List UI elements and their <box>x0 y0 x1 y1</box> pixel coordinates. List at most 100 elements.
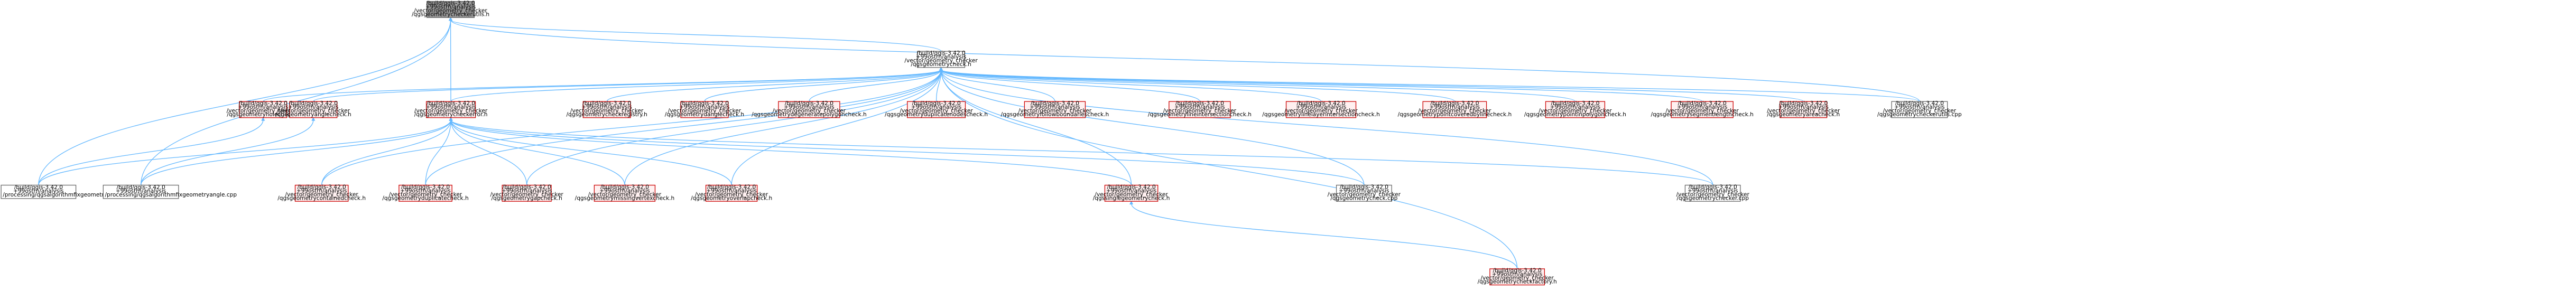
file-node-n18[interactable]: /build/qgis-3.42.0+99ostrn/analysis/proc… <box>103 184 237 199</box>
file-node-label-line: /vector/geometry_checker <box>414 7 487 14</box>
file-node-label-line: /vector/geometry_checker <box>277 108 350 114</box>
file-node-box <box>1489 268 1545 286</box>
file-node-box <box>1671 101 1734 118</box>
file-node-n5[interactable]: /build/qgis-3.42.0+99ostrn/analysis/vect… <box>566 100 647 118</box>
file-node-box <box>1336 184 1392 202</box>
file-node-n16[interactable]: /build/qgis-3.42.0+99ostrn/analysis/vect… <box>1877 100 1962 118</box>
include-edge <box>140 117 453 185</box>
file-node-label-line: /vector/geometry_checker <box>904 58 978 64</box>
file-node-n4[interactable]: /build/qgis-3.42.0+99ostrn/analysis/vect… <box>414 100 488 118</box>
file-node-box <box>1545 101 1606 118</box>
file-node-n22[interactable]: /build/qgis-3.42.0+99ostrn/analysis/vect… <box>575 184 675 202</box>
file-node-n19[interactable]: /build/qgis-3.42.0+99ostrn/analysis/vect… <box>277 184 366 202</box>
file-node-n13[interactable]: /build/qgis-3.42.0+99ostrn/analysis/vect… <box>1524 100 1626 118</box>
file-node-label-line: /qgsgeometrycheckerror.h <box>414 111 488 118</box>
edge-line <box>425 119 451 185</box>
file-node-label-line: /vector/geometry_checker <box>570 108 644 114</box>
file-node-label-line: /vector/geometry_checker <box>1480 275 1554 282</box>
file-node-n3[interactable]: /build/qgis-3.42.0+99ostrn/analysis/vect… <box>275 100 351 118</box>
include-edge <box>449 117 732 185</box>
file-node-label-line: /qgsgeometrycheck.cpp <box>1330 195 1397 201</box>
file-node-label-line: +99ostrn/analysis <box>502 188 552 194</box>
edge-line <box>731 69 942 185</box>
edge-line <box>450 119 732 185</box>
include-edge <box>449 17 942 52</box>
edge-line <box>940 69 1703 102</box>
edge-line <box>940 69 1804 102</box>
file-node-label-line: /build/qgis-3.42.0 <box>582 100 631 107</box>
file-node-label-line: +99ostrn/analysis <box>1106 188 1156 194</box>
file-node-label-line: +99ostrn/analysis <box>581 104 632 110</box>
file-node-box <box>1285 101 1357 118</box>
file-node-label-line: +99ostrn/analysis <box>1492 272 1542 278</box>
file-node-label-line: +99ostrn/analysis <box>116 188 166 194</box>
file-node-n6[interactable]: /build/qgis-3.42.0+99ostrn/analysis/vect… <box>665 100 744 118</box>
file-node-label-line: +99ostrn/analysis <box>1550 104 1600 110</box>
file-node-label-line: +99ostrn/analysis <box>1894 104 1944 110</box>
file-node-label-line: /qgsgeometrygapcheck.h <box>491 195 562 201</box>
file-node-box <box>594 184 656 202</box>
edge-line <box>140 119 314 185</box>
file-node-n14[interactable]: /build/qgis-3.42.0+99ostrn/analysis/vect… <box>1651 100 1754 118</box>
file-node-box <box>289 101 338 118</box>
file-node-label-line: /vector/geometry_checker <box>1328 191 1401 198</box>
edge-arrowhead <box>1129 200 1134 204</box>
file-node-label-line: /build/qgis-3.42.0 <box>916 50 965 57</box>
file-node-n25[interactable]: /build/qgis-3.42.0+99ostrn/analysis/vect… <box>1328 184 1401 202</box>
file-node-label-line: /qgsgeometrydegeneratepolygoncheck.h <box>752 111 867 118</box>
file-node-n17[interactable]: /build/qgis-3.42.0+99ostrn/analysis/proc… <box>1 184 131 199</box>
file-node-label-line: /vector/geometry_checker <box>1665 108 1739 114</box>
file-node-label-line: /build/qgis-3.42.0 <box>1895 100 1944 107</box>
file-node-box <box>1422 101 1487 118</box>
file-node-n11[interactable]: /build/qgis-3.42.0+99ostrn/analysis/vect… <box>1262 100 1380 118</box>
file-node-label-line: +99ostrn/analysis <box>1296 104 1346 110</box>
file-node-n21[interactable]: /build/qgis-3.42.0+99ostrn/analysis/vect… <box>490 184 564 202</box>
edge-line <box>624 69 942 185</box>
file-node-label-line: /qgsgeometrycontainedcheck.h <box>277 195 366 201</box>
file-node-n26[interactable]: /build/qgis-3.42.0+99ostrn/analysis/vect… <box>1676 184 1750 202</box>
file-node-label-line: /vector/geometry_checker <box>773 108 846 114</box>
edge-line <box>313 69 942 102</box>
file-node-n15[interactable]: /build/qgis-3.42.0+99ostrn/analysis/vect… <box>1767 100 1840 118</box>
file-node-label-line: /build/qgis-3.42.0 <box>1493 268 1542 274</box>
file-node-box <box>1891 101 1948 118</box>
edge-line <box>526 69 942 185</box>
file-node-label-line: /vector/geometry_checker <box>490 191 564 198</box>
file-node-label-line: /build/qgis-3.42.0 <box>1340 184 1388 190</box>
file-node-n8[interactable]: /build/qgis-3.42.0+99ostrn/analysis/vect… <box>885 100 988 118</box>
file-node-n23[interactable]: /build/qgis-3.42.0+99ostrn/analysis/vect… <box>691 184 772 202</box>
file-node-n7[interactable]: /build/qgis-3.42.0+99ostrn/analysis/vect… <box>752 100 867 118</box>
file-node-n12[interactable]: /build/qgis-3.42.0+99ostrn/analysis/vect… <box>1398 100 1512 118</box>
file-node-n10[interactable]: /build/qgis-3.42.0+99ostrn/analysis/vect… <box>1148 100 1252 118</box>
file-node-n2[interactable]: /build/qgis-3.42.0+99ostrn/analysis/vect… <box>227 100 300 118</box>
file-node-n1[interactable]: /build/qgis-3.42.0+99ostrn/analysis/vect… <box>904 50 978 68</box>
file-node-label-line: /qgsgeometrylinelayerintersectioncheck.h <box>1262 111 1380 118</box>
edge-line <box>321 119 451 185</box>
file-node-label-line: /vector/geometry_checker <box>1163 108 1237 114</box>
file-node-label-line: /build/qgis-3.42.0 <box>1175 100 1224 107</box>
file-node-box <box>427 1 475 18</box>
file-node-label-line: +99ostrn/analysis <box>425 104 476 110</box>
include-edge <box>38 117 453 185</box>
file-node-n27[interactable]: /build/qgis-3.42.0+99ostrn/analysis/vect… <box>1478 268 1557 286</box>
file-node-n9[interactable]: /build/qgis-3.42.0+99ostrn/analysis/vect… <box>1001 100 1109 118</box>
file-node-label-line: +99ostrn/analysis <box>1030 104 1080 110</box>
file-node-label-line: +99ostrn/analysis <box>13 188 63 194</box>
file-node-label-line: /qgsgeometryfollowboundariescheck.h <box>1001 111 1109 118</box>
file-node-label-line: /build/qgis-3.42.0 <box>426 1 475 7</box>
file-node-label-line: /vector/geometry_checker <box>900 108 973 114</box>
file-node-label-line: +99ostrn/analysis <box>706 188 756 194</box>
file-node-label-line: /vector/geometry_checker <box>414 108 488 114</box>
file-node-n24[interactable]: /build/qgis-3.42.0+99ostrn/analysis/vect… <box>1093 184 1170 202</box>
edge-line <box>450 119 625 185</box>
file-node-n20[interactable]: /build/qgis-3.42.0+99ostrn/analysis/vect… <box>382 184 469 202</box>
include-edge <box>939 67 1200 102</box>
file-node-label-line: /vector/geometry_checker <box>1883 108 1957 114</box>
edge-line <box>940 69 1055 102</box>
edge-line <box>940 69 1920 102</box>
file-node-label-line: /build/qgis-3.42.0 <box>1678 100 1727 107</box>
file-node-label-line: +99ostrn/analysis <box>400 188 450 194</box>
edge-line <box>1131 203 1518 269</box>
file-node-label-line: +99ostrn/analysis <box>916 54 966 60</box>
edge-line <box>450 69 942 102</box>
